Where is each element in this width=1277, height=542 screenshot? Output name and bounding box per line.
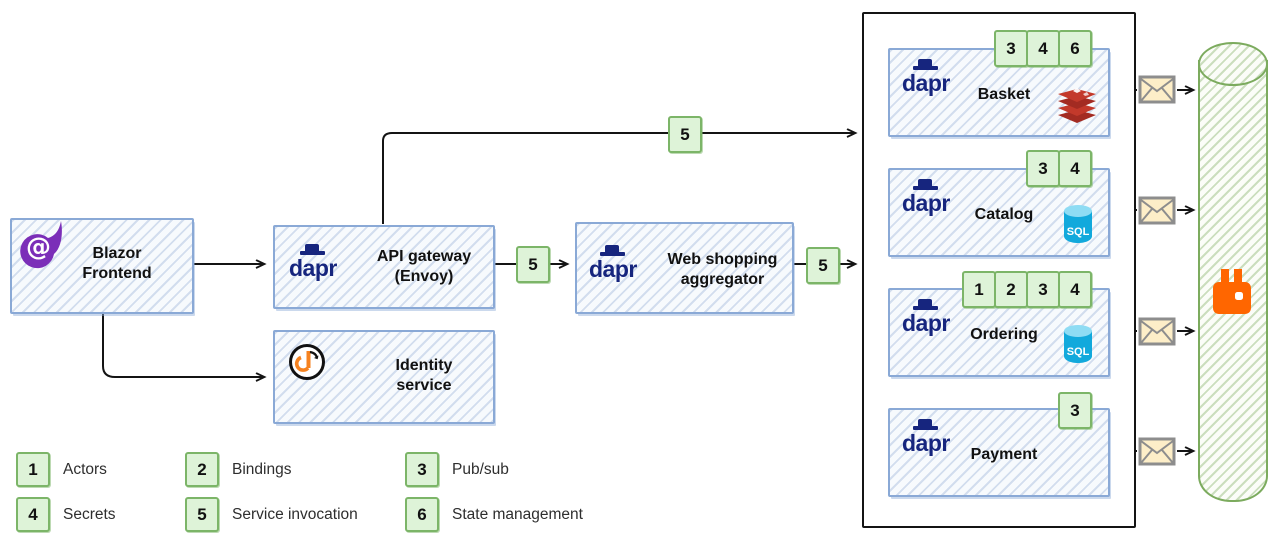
envelope-icon	[1138, 196, 1176, 230]
node-api-gateway: dapr API gateway (Envoy)	[273, 225, 495, 309]
sql-label: SQL	[1067, 226, 1090, 238]
service-badge: 6	[1058, 30, 1092, 67]
service-badge: 3	[1026, 271, 1060, 308]
node-web-shopping-aggregator: dapr Web shopping aggregator	[575, 222, 794, 314]
node-label: Blazor Frontend	[82, 245, 152, 282]
dapr-logo-text: dapr	[902, 310, 950, 336]
dapr-logo: dapr	[589, 245, 637, 282]
connector-badge-service-invocation: 5	[668, 116, 702, 153]
svg-text:@: @	[26, 232, 51, 261]
dapr-logo-text: dapr	[589, 256, 637, 282]
legend-item-state-management: 6 State management	[405, 497, 583, 532]
dapr-logo-text: dapr	[289, 255, 337, 281]
message-bus-cylinder-top	[1198, 42, 1268, 86]
identity-server-icon	[287, 342, 327, 387]
dapr-logo-text: dapr	[902, 190, 950, 216]
envelope-icon	[1138, 317, 1176, 351]
legend-badge: 2	[185, 452, 219, 487]
dapr-logo: dapr	[902, 179, 950, 216]
legend-badge: 6	[405, 497, 439, 532]
legend-badge: 1	[16, 452, 50, 487]
service-badge: 3	[994, 30, 1028, 67]
envelope-icon	[1138, 75, 1176, 109]
node-label: Catalog	[974, 206, 1034, 223]
envelope-icon	[1138, 437, 1176, 471]
service-badge: 4	[1058, 271, 1092, 308]
service-badge: 2	[994, 271, 1028, 308]
node-label: Basket	[977, 86, 1031, 103]
blazor-icon: @	[14, 220, 66, 275]
dapr-logo: dapr	[289, 244, 337, 281]
sql-label: SQL	[1067, 346, 1090, 358]
node-label: Identity service	[395, 357, 453, 394]
legend-label: Pub/sub	[452, 460, 509, 478]
legend-badge: 3	[405, 452, 439, 487]
service-badge: 1	[962, 271, 996, 308]
node-label: Ordering	[970, 326, 1038, 343]
legend-label: Secrets	[63, 505, 116, 523]
sql-database-icon: SQL	[1058, 202, 1098, 251]
legend-label: State management	[452, 505, 583, 523]
node-label: API gateway (Envoy)	[376, 248, 472, 285]
legend-item-secrets: 4 Secrets	[16, 497, 116, 532]
legend-label: Service invocation	[232, 505, 358, 523]
node-identity-service: Identity service	[273, 330, 495, 424]
connector-badge-service-invocation: 5	[806, 247, 840, 284]
dapr-logo-text: dapr	[902, 430, 950, 456]
legend-badge: 5	[185, 497, 219, 532]
sql-database-icon: SQL	[1058, 322, 1098, 371]
redis-icon	[1054, 84, 1100, 131]
message-bus-cylinder	[1198, 60, 1268, 502]
rabbitmq-icon	[1211, 268, 1253, 321]
legend-badge: 4	[16, 497, 50, 532]
legend-label: Actors	[63, 460, 107, 478]
node-blazor-frontend: @ Blazor Frontend	[10, 218, 194, 314]
dapr-logo: dapr	[902, 59, 950, 96]
node-label: Payment	[970, 446, 1038, 463]
legend-item-bindings: 2 Bindings	[185, 452, 291, 487]
legend-item-service-invocation: 5 Service invocation	[185, 497, 358, 532]
legend-item-actors: 1 Actors	[16, 452, 107, 487]
service-badge: 3	[1058, 392, 1092, 429]
node-label: Web shopping aggregator	[667, 251, 778, 288]
service-badge: 4	[1026, 30, 1060, 67]
dapr-logo-text: dapr	[902, 70, 950, 96]
connector-badge-service-invocation: 5	[516, 246, 550, 283]
service-badge: 3	[1026, 150, 1060, 187]
service-badge: 4	[1058, 150, 1092, 187]
legend-item-pubsub: 3 Pub/sub	[405, 452, 509, 487]
dapr-logo: dapr	[902, 299, 950, 336]
legend-label: Bindings	[232, 460, 292, 478]
dapr-logo: dapr	[902, 419, 950, 456]
